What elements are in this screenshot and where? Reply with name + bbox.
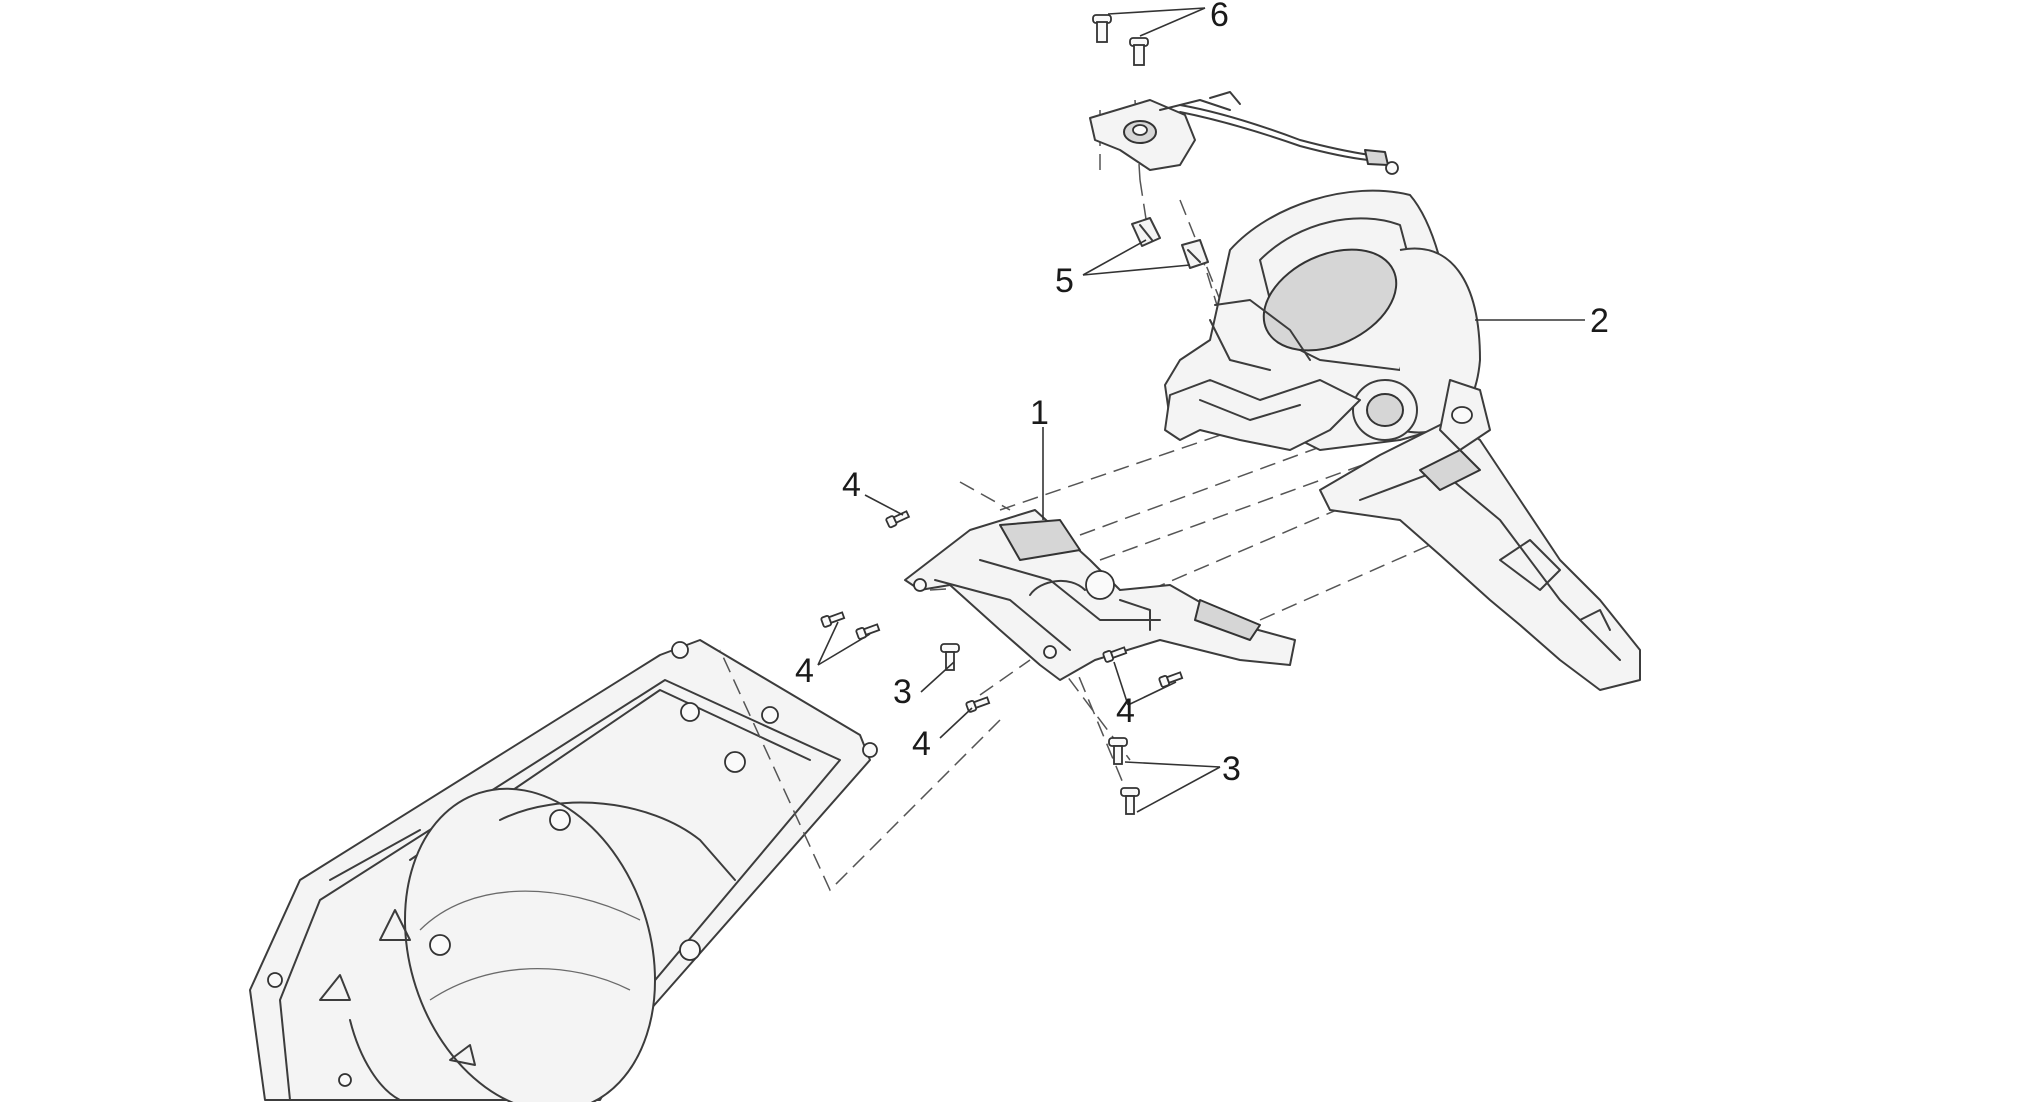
leader-lines bbox=[817, 7, 1585, 813]
bolt-part-6 bbox=[1092, 14, 1149, 66]
callout-3a: 3 bbox=[893, 673, 912, 711]
fender-part-2 bbox=[1164, 189, 1641, 691]
callout-4a: 4 bbox=[842, 466, 861, 504]
callout-4b: 4 bbox=[795, 652, 814, 690]
clip-nut-part-5 bbox=[1131, 217, 1209, 269]
frame-grommet bbox=[267, 641, 878, 1087]
bracket-part-1 bbox=[904, 509, 1296, 681]
callout-4c: 4 bbox=[912, 725, 931, 763]
callout-1: 1 bbox=[1030, 394, 1049, 432]
callout-2: 2 bbox=[1590, 302, 1609, 340]
callout-4d: 4 bbox=[1116, 692, 1135, 730]
callout-labels: 1 2 6 5 4 4 3 4 4 3 bbox=[795, 0, 1609, 788]
callout-3b: 3 bbox=[1222, 750, 1241, 788]
rear-frame bbox=[249, 639, 878, 1102]
screw-part-4 bbox=[820, 510, 1184, 713]
bolt-part-3 bbox=[940, 643, 1140, 815]
callout-6: 6 bbox=[1210, 0, 1229, 34]
callout-5: 5 bbox=[1055, 262, 1074, 300]
seat-lock-assembly bbox=[1089, 91, 1399, 175]
